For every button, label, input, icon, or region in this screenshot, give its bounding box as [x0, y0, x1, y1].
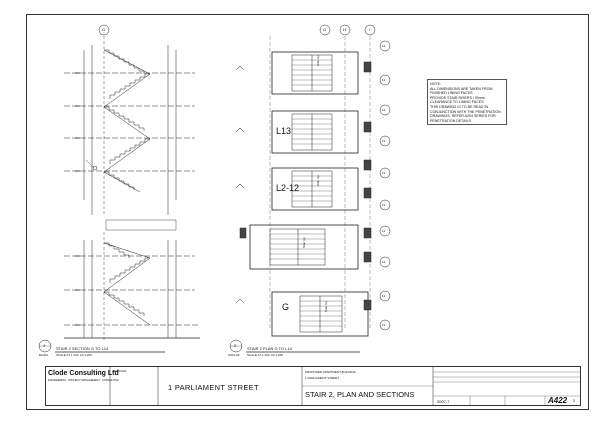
grid-label-h: H	[343, 27, 346, 32]
plan-view-scale: SCALE AT 1:100, A3 1:200	[247, 353, 283, 357]
row-label-11: 11	[382, 139, 386, 143]
revision: 2	[573, 398, 576, 403]
grid-label-g-section: G	[102, 27, 106, 32]
section-view-ref: BA402	[39, 353, 49, 357]
drawing-number: A422	[548, 396, 568, 405]
stair-plan-stack	[239, 36, 372, 337]
general-notes: NOTE: ALL DIMENSIONS ARE TAKEN FROM FINI…	[427, 79, 507, 125]
project-address: 1 PARLIAMENT STREET	[305, 376, 340, 380]
row-label-11: 11	[382, 171, 386, 175]
level-label-g: G	[282, 302, 290, 312]
stair-up-label: Stair Up	[324, 301, 328, 312]
title-block	[45, 366, 581, 406]
firm-subtitle: ENGINEERING · PROJECT MANAGEMENT · CONSU…	[48, 379, 119, 382]
note-line: ALL DIMENSIONS ARE TAKEN FROM FINISHED L…	[430, 86, 493, 96]
plan-view-title: STAIR 2 PLAN G TO L14	[247, 346, 292, 351]
grid-label-i: I	[369, 27, 371, 32]
level-label-l13: L13	[276, 126, 292, 136]
notices-title: NOTICES	[113, 369, 127, 373]
row-label-11: 11	[382, 294, 386, 298]
notes-title: NOTE:	[430, 82, 441, 86]
stair-up-label: Stair Up	[302, 237, 306, 248]
plan-view-number: 2	[234, 343, 237, 348]
note-line: THIS DRAWING IS TO BE READ IN CONJUNCTIO…	[430, 104, 501, 123]
stair-section-lower	[64, 232, 200, 340]
row-label-11: 11	[382, 44, 386, 48]
row-label-11: 11	[382, 260, 386, 264]
section-view-title: STAIR 2 SECTION G TO L14	[56, 346, 109, 351]
stair-section-upper	[64, 36, 195, 215]
row-label-11: 11	[382, 229, 386, 233]
row-label-11: 11	[382, 108, 386, 112]
drawing-sheet	[26, 14, 589, 410]
level-label-l2-12: L2-12	[276, 183, 300, 193]
drawing-title: STAIR 2, PLAN AND SECTIONS	[305, 390, 415, 399]
stair-up-label: Stair Up	[316, 175, 320, 186]
stair-up-label: Stair Up	[316, 55, 320, 66]
row-label-11: 11	[382, 78, 386, 82]
section-view-scale: SCALE AT 1:100, A3 1:200	[56, 353, 92, 357]
client-label: PROPOSED APARTMENT BUILDING	[305, 370, 356, 374]
job-number: 2007-7	[437, 399, 450, 404]
project-name: 1 PARLIAMENT STREET	[168, 383, 259, 392]
section-view-number: 1	[43, 343, 46, 348]
row-label-11: 11	[382, 323, 386, 327]
grid-label-g-plan: G	[323, 27, 327, 32]
firm-name: Clode Consulting Ltd	[48, 370, 119, 377]
grid-bubble-g-plan	[319, 24, 331, 36]
grid-bubble-h	[339, 24, 351, 36]
note-line: PROVIDE STAIR RISERS / 90mm CLEARANCE TO…	[430, 95, 485, 105]
grid-bubble-i	[364, 24, 376, 36]
grid-bubble-g-section	[98, 24, 110, 36]
row-label-11: 11	[382, 203, 386, 207]
plan-view-ref: A204-09	[228, 353, 240, 357]
